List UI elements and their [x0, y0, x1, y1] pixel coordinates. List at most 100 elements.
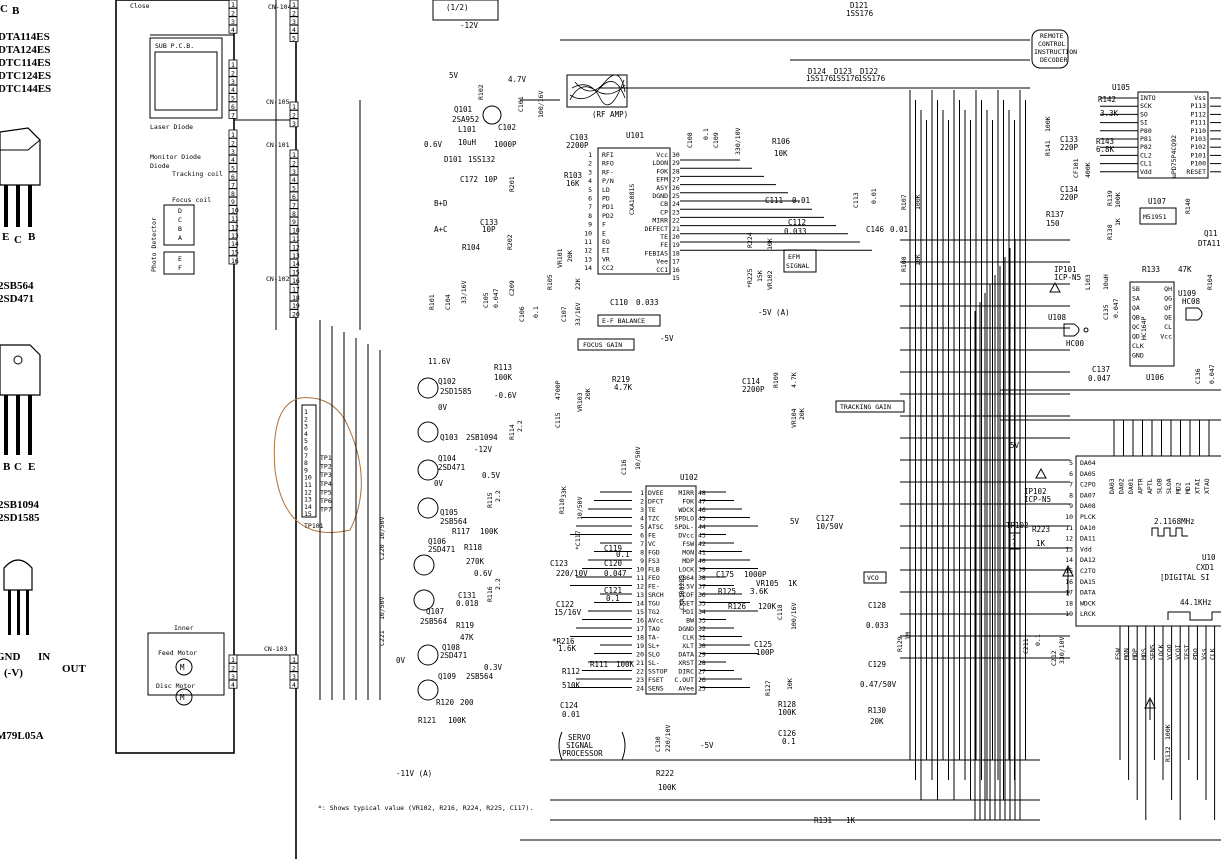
- vm06-label: -0.6V: [494, 391, 517, 400]
- u102-ic: [645, 485, 697, 695]
- connector-pin: [228, 671, 238, 681]
- connector-pin-number: 14: [231, 240, 239, 248]
- inner-label: Inner: [174, 624, 194, 632]
- u102-pin-number: 38: [698, 574, 706, 582]
- r109-val: 4.7K: [790, 372, 798, 388]
- connector-pin-number: 2: [231, 139, 235, 147]
- dsp-pin-number: 5: [1069, 459, 1073, 467]
- u105-pin-label: P100: [1190, 160, 1206, 168]
- r137-label: R137: [1046, 210, 1064, 219]
- u102-pin-label: MDP: [682, 557, 694, 565]
- u102-pin-number: 36: [698, 591, 706, 599]
- drow-type-2: 1SS176: [832, 74, 860, 83]
- u102-pin-label: MON: [682, 549, 694, 557]
- connector-pin-number: 9: [231, 198, 235, 206]
- connector-pin-number: 17: [292, 285, 300, 293]
- transistor-icon: [417, 459, 439, 481]
- vr101-val: 20K: [566, 250, 574, 262]
- c121-val: 0.1: [606, 594, 620, 603]
- cn103-label: CN-103: [264, 645, 288, 653]
- c117-label: *C117: [574, 530, 582, 550]
- pkg2-name-1: 2SB1094: [0, 499, 39, 511]
- dsp-pin-label: PDO: [1191, 648, 1199, 660]
- c211-val: 0.1: [1034, 634, 1042, 646]
- rf-amp-section: (1/2) -12V D121 1SS176 D124 D123 D122 1S…: [424, 0, 1030, 351]
- c129-label: C129: [868, 660, 886, 669]
- connector-pin: [228, 68, 238, 77]
- d124-label: D124: [808, 67, 827, 76]
- pkg2-pin-e: E: [28, 461, 35, 473]
- dsp-pin-number: 10: [1065, 513, 1073, 521]
- transistor-icon: [417, 377, 439, 399]
- u102-pin-number: 12: [636, 583, 644, 591]
- c127-label: C127: [816, 514, 834, 523]
- connector-pin-number: 3: [292, 18, 296, 26]
- connector-pin: [228, 221, 238, 231]
- dsp-pin-label: Vdd: [1080, 545, 1092, 553]
- u106-pin-label: QD: [1132, 333, 1140, 341]
- r107-val: 100K: [914, 194, 922, 210]
- c220-label: C220: [378, 544, 386, 560]
- c122-label: C122: [556, 600, 574, 609]
- u101-pin-label: ASY: [656, 184, 668, 192]
- u101-pin-label: DGND: [652, 192, 668, 200]
- v0-label-2: 0V: [434, 479, 444, 488]
- tp-label: TP2: [320, 463, 332, 471]
- u105-pin-label: P102: [1190, 143, 1206, 151]
- disc-motor-icon: M: [175, 688, 193, 706]
- connector-pin: [228, 101, 238, 111]
- u101-pin-number: 18: [672, 249, 680, 257]
- c130-val: 220/10V: [664, 725, 672, 752]
- u106-pin-label: QH: [1164, 285, 1172, 293]
- u105-pin-label: SO: [1140, 110, 1148, 118]
- tp-label: TP1: [320, 454, 332, 462]
- u102-pin-label: FS3: [648, 557, 660, 565]
- u102-pin-label: MIRR: [678, 489, 694, 497]
- rf-eye-pattern-icon: [566, 74, 628, 108]
- c134-label: C134: [1060, 185, 1079, 194]
- freq1-label: 2.1168MHz: [1154, 517, 1195, 526]
- transistor-icon: [413, 554, 435, 576]
- q106-type: 2SD471: [428, 545, 455, 554]
- vm12-label: -12V: [474, 445, 493, 454]
- connector-pin-number: 5: [292, 35, 296, 43]
- u102-pin-number: 9: [640, 557, 644, 565]
- c135-val: 0.047: [1112, 298, 1120, 318]
- l101-label: L101: [458, 125, 476, 134]
- q104-label: Q104: [438, 454, 457, 463]
- transistor-icon: [417, 497, 439, 519]
- connector-pin: [228, 110, 238, 119]
- dsp-pin-number: 17: [1065, 589, 1073, 597]
- c108-label: C108: [686, 132, 694, 148]
- u102-pin-number: 7: [640, 540, 644, 548]
- u101-pin-number: 2: [588, 160, 592, 168]
- u101-pin-number: 9: [588, 221, 592, 229]
- tp-label: TP5: [320, 488, 332, 496]
- dsp-pin-label: PLCK: [1080, 513, 1096, 521]
- u102-pin-number: 30: [698, 642, 706, 650]
- connector-pin-number: 2: [292, 664, 296, 672]
- servo-transistors: [413, 377, 439, 701]
- u102-pin-number: 44: [698, 523, 706, 531]
- dsp-pin-label: XTAI: [1194, 478, 1202, 494]
- dsp-pin-number: 7: [1069, 481, 1073, 489]
- dsp-pin-label: DA07: [1080, 491, 1096, 499]
- u101-pin-label: LD: [602, 186, 610, 194]
- u101-pin-number: 12: [584, 247, 592, 255]
- u102-pin-number: 3: [640, 506, 644, 514]
- u101-pin-label: RF-: [602, 168, 614, 176]
- u106-pin-label: QF: [1164, 304, 1172, 312]
- dsp-pin-label: CLK: [1209, 648, 1217, 660]
- dsp-pin-number: 12: [1065, 535, 1073, 543]
- u102-pin-label: FE: [648, 532, 656, 540]
- u101-pin-number: 4: [588, 177, 592, 185]
- r105-label: R105: [546, 274, 554, 290]
- connector-pin-number: 1: [292, 103, 296, 111]
- u108-type: HC00: [1066, 339, 1085, 348]
- r119-val: 47K: [460, 633, 474, 642]
- c125-label: C125: [754, 640, 772, 649]
- u101-pin-number: 29: [672, 159, 680, 167]
- dsp-pin-label: TEST: [1183, 644, 1191, 660]
- u102-pin-label: VC: [648, 540, 656, 548]
- connector-pin: [289, 33, 299, 42]
